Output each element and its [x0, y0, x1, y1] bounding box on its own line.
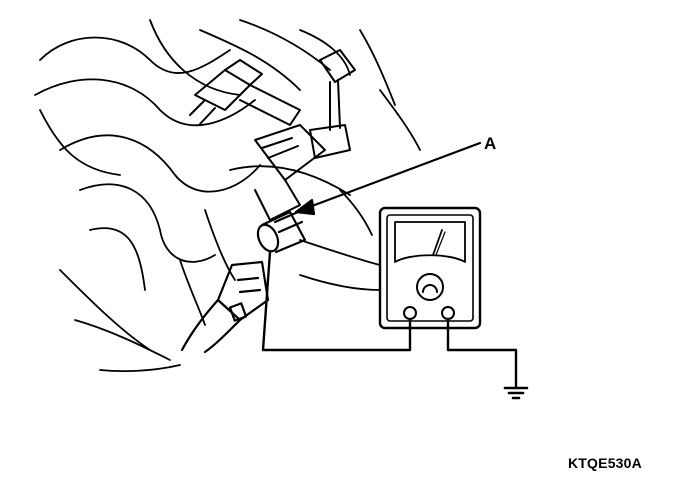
- multimeter: [378, 206, 482, 330]
- meter-needle: [432, 229, 443, 256]
- meter-terminal-right: [441, 306, 455, 320]
- injector-connector-a: [256, 210, 307, 254]
- ohm-icon: [416, 273, 444, 301]
- test-leads: [261, 250, 518, 390]
- figure-code: KTQE530A: [568, 455, 642, 471]
- meter-dial: [394, 221, 466, 263]
- harness-connector: [180, 260, 270, 354]
- fuel-fitting: [189, 59, 301, 126]
- ground-icon: [503, 386, 529, 400]
- injector-body: [254, 49, 356, 221]
- callout-label-a: A: [484, 134, 497, 153]
- meter-terminal-left: [403, 306, 417, 320]
- callout-arrow: [294, 141, 482, 216]
- engine-hoses: [34, 19, 421, 373]
